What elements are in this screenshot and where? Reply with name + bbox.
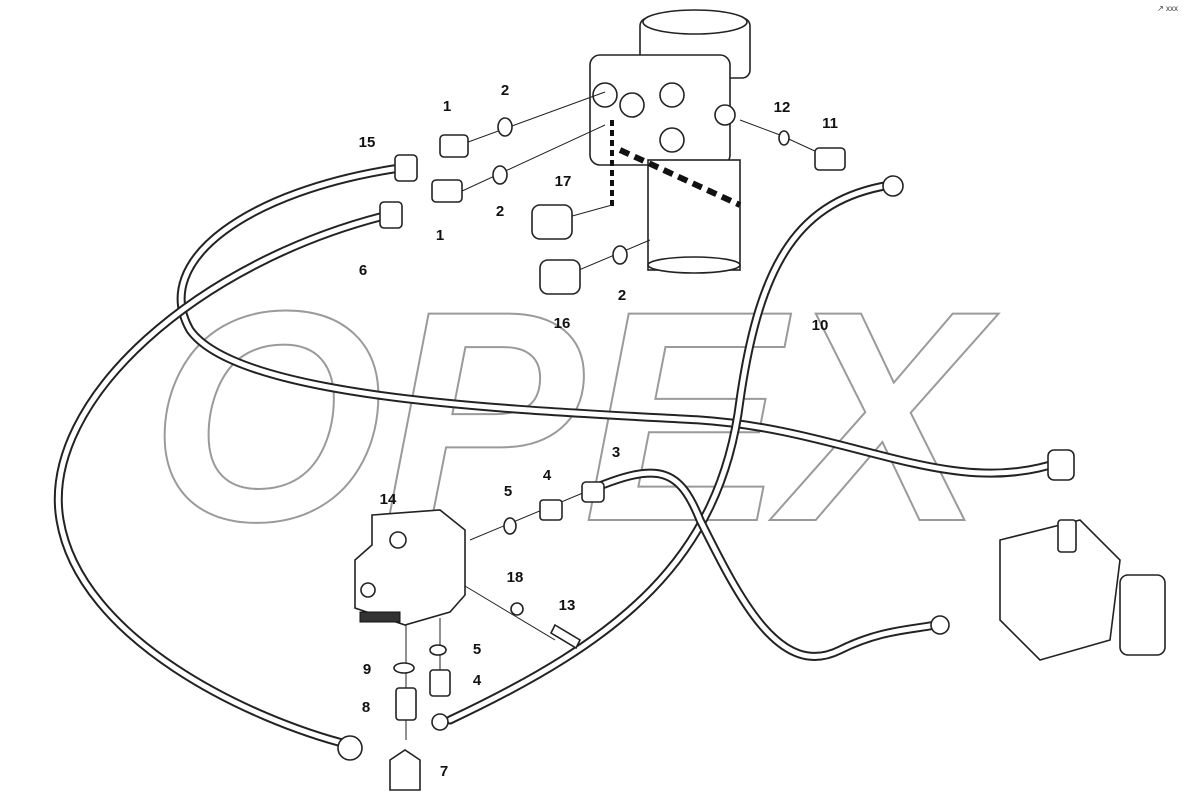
label-2-middle: 2	[496, 203, 504, 220]
label-17: 17	[555, 173, 572, 190]
o-ring-2-lower	[612, 245, 628, 265]
label-2-lower: 2	[618, 287, 626, 304]
o-ring-2-upper	[497, 117, 513, 137]
part-labels: 1 1 2 2 2 3 4 4 5 5 6 7 8 9 10 11 12 13 …	[359, 82, 838, 780]
o-ring-12	[778, 130, 790, 146]
label-13: 13	[559, 597, 576, 614]
o-ring-2-middle	[492, 165, 508, 185]
fitting-1-lower	[431, 179, 463, 203]
fittings	[337, 117, 1166, 791]
fitting-17	[531, 204, 573, 240]
label-14: 14	[380, 491, 397, 508]
label-18: 18	[507, 569, 524, 586]
o-ring-9	[393, 662, 415, 674]
fitting-4-lower	[429, 669, 451, 697]
label-15: 15	[359, 134, 376, 151]
label-12: 12	[774, 99, 791, 116]
label-4-upper: 4	[543, 467, 552, 484]
bolt-13	[549, 623, 582, 650]
fitting-11	[814, 147, 846, 171]
label-1-lower: 1	[436, 227, 444, 244]
elbow-7	[389, 749, 421, 791]
washer-18	[510, 602, 524, 616]
label-8: 8	[362, 699, 370, 716]
label-11: 11	[822, 115, 838, 132]
fitting-1-upper	[439, 134, 469, 158]
label-7: 7	[440, 763, 448, 780]
label-1-upper: 1	[443, 98, 451, 115]
label-4-lower: 4	[473, 672, 482, 689]
label-6: 6	[359, 262, 367, 279]
cylinder-block-right	[999, 519, 1121, 661]
o-ring-5-upper	[503, 517, 517, 535]
label-16: 16	[554, 315, 571, 332]
o-ring-5-lower	[429, 644, 447, 656]
label-2-upper: 2	[501, 82, 509, 99]
label-9: 9	[363, 661, 371, 678]
label-5-lower: 5	[473, 641, 481, 658]
fitting-8	[395, 687, 417, 721]
corner-mark: ↗ xxx	[1157, 4, 1178, 13]
label-5-upper: 5	[504, 483, 512, 500]
hoses	[53, 163, 1065, 750]
label-10: 10	[812, 317, 829, 334]
valve-block-14	[354, 509, 466, 626]
fitting-16	[539, 259, 581, 295]
steering-unit	[589, 9, 751, 274]
label-3: 3	[612, 444, 620, 461]
fitting-4-upper	[539, 499, 563, 521]
